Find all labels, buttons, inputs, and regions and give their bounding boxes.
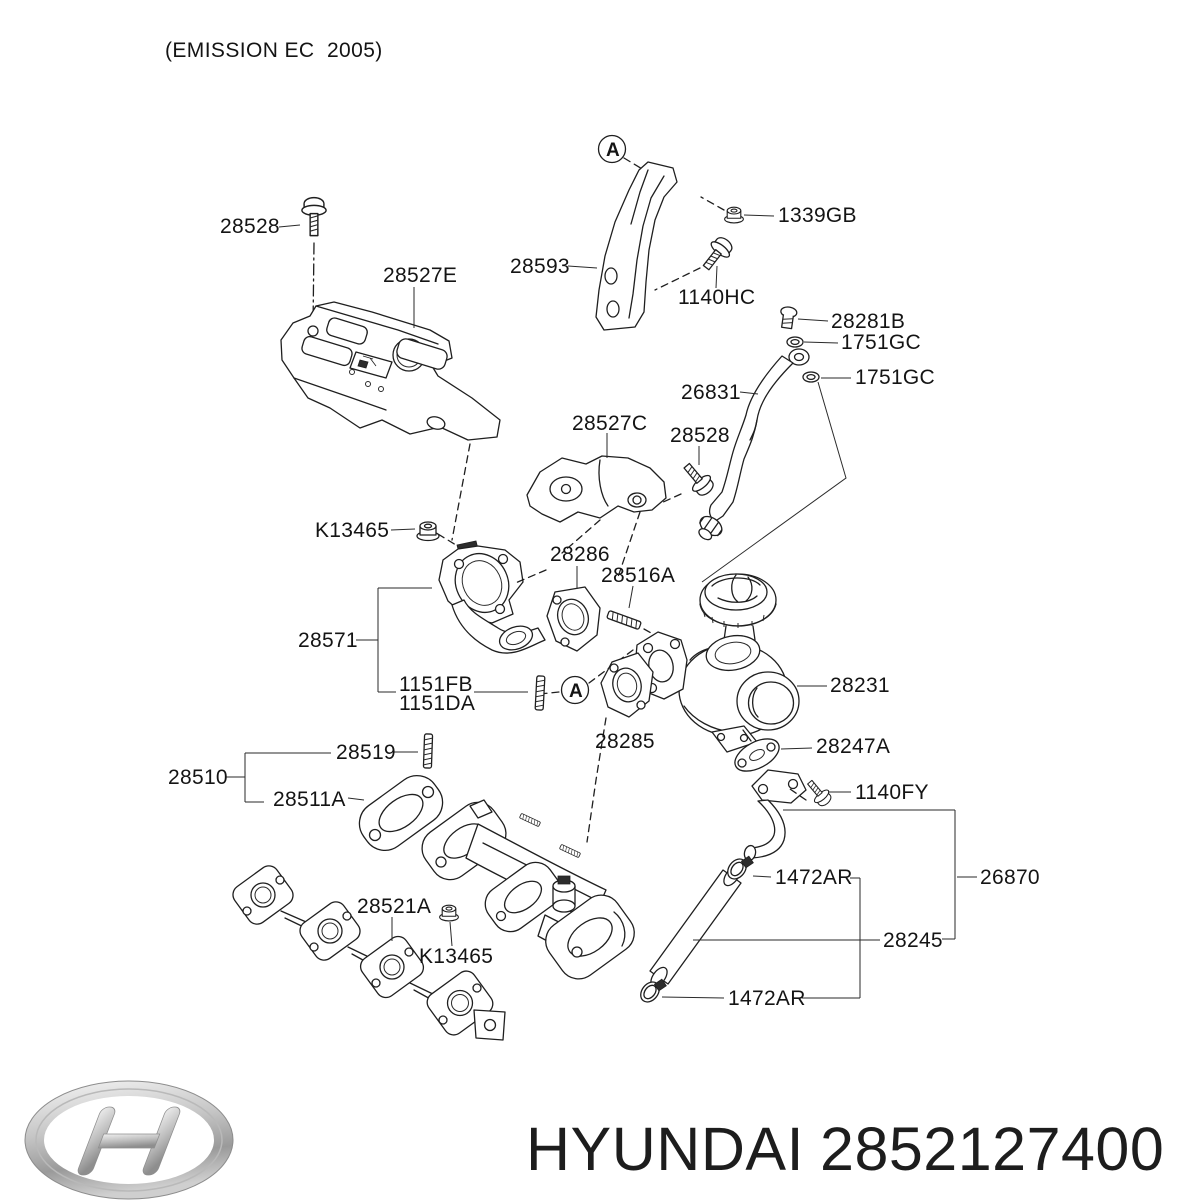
washer-1751GC-upper-drawing	[786, 336, 804, 348]
part-label-28286: 28286	[550, 543, 610, 566]
part-label-1472AR-upper: 1472AR	[775, 866, 853, 889]
leader-dash-1140HC	[654, 267, 701, 291]
washer-1751GC-lower-drawing	[802, 371, 820, 383]
part-label-K13465-lower: K13465	[419, 945, 493, 968]
nut-K13465-upper-drawing	[416, 521, 440, 542]
gasket-28285-drawing	[600, 652, 654, 718]
part-label-1339GB: 1339GB	[778, 204, 857, 227]
part-label-28528-lower: 28528	[670, 424, 730, 447]
oil-drain-flange-pipe-drawing	[743, 769, 807, 862]
union-bolt-28281B-drawing	[780, 306, 798, 330]
bracket-28571-lines	[356, 587, 432, 693]
assembly-dash-28286	[512, 569, 547, 585]
part-label-28527E: 28527E	[383, 264, 457, 287]
part-label-28281B: 28281B	[831, 310, 905, 333]
leader-dash-1339GB	[700, 196, 725, 211]
part-label-28528-top: 28528	[220, 215, 280, 238]
bracket-28510-lines	[226, 752, 331, 803]
gasket-28247A-drawing	[734, 738, 780, 772]
part-label-28521A: 28521A	[357, 895, 431, 918]
leader-dash-1140FY	[789, 788, 807, 801]
part-label-28247A: 28247A	[816, 735, 890, 758]
part-labels: 28528 28527E 28593 1339GB 1140HC 28281B …	[168, 204, 1040, 1010]
assembly-dash-shieldC2	[616, 511, 641, 581]
emission-note: (EMISSION EC 2005)	[165, 39, 383, 62]
part-label-1472AR-lower: 1472AR	[728, 987, 806, 1010]
part-label-1140FY: 1140FY	[855, 781, 929, 804]
hyundai-logo	[24, 1080, 234, 1200]
part-label-28516A: 28516A	[601, 564, 675, 587]
part-label-28510: 28510	[168, 766, 228, 789]
leader-lines	[278, 214, 851, 999]
part-label-28571: 28571	[298, 629, 358, 652]
part-label-28231: 28231	[830, 674, 890, 697]
part-label-28519: 28519	[336, 741, 396, 764]
part-label-1751GC-lower: 1751GC	[855, 366, 935, 389]
assembly-dash-shieldC1	[561, 519, 601, 554]
svg-text:A: A	[569, 681, 583, 702]
part-label-1140HC: 1140HC	[678, 286, 755, 309]
stud-1151-drawing	[534, 675, 546, 711]
oil-feed-pipe-26831-drawing	[698, 348, 810, 541]
part-label-28593: 28593	[510, 255, 570, 278]
heat-shield-28527C-drawing	[526, 455, 667, 523]
svg-text:A: A	[606, 140, 620, 161]
part-label-1151FB: 1151FB	[399, 673, 473, 696]
assembly-dash-shieldE	[451, 443, 471, 541]
part-number: 2852127400	[820, 1115, 1164, 1183]
part-label-K13465-upper: K13465	[315, 519, 389, 542]
part-label-1151DA: 1151DA	[399, 692, 475, 715]
heat-shield-28527E-drawing	[280, 301, 501, 441]
bracket-26870-28245-lines	[693, 809, 977, 999]
part-label-26831: 26831	[681, 381, 741, 404]
part-label-28527C: 28527C	[572, 412, 647, 435]
part-label-28511A: 28511A	[273, 788, 346, 811]
bracket-28593-drawing	[595, 161, 678, 331]
leader-long-1751GC	[701, 381, 847, 583]
nut-1339GB-drawing	[724, 206, 744, 224]
brand-name: HYUNDAI	[526, 1115, 804, 1183]
gasket-28511A-drawing	[358, 774, 444, 852]
part-label-28245: 28245	[883, 929, 943, 952]
exhaust-manifold-drawing	[421, 799, 635, 980]
stud-28519-drawing	[422, 733, 434, 769]
leader-dash-28528-lower	[660, 493, 682, 504]
part-label-1751GC-upper: 1751GC	[841, 331, 921, 354]
gasket-set-28521A-drawing	[232, 865, 506, 1041]
adapter-28571-drawing	[438, 540, 546, 654]
leader-dash-K13465	[437, 533, 457, 546]
part-label-26870: 26870	[980, 866, 1040, 889]
assembly-dash-28285	[586, 717, 607, 843]
gasket-28286-drawing	[546, 586, 601, 652]
nut-K13465-lower-drawing	[439, 904, 459, 922]
part-label-28285: 28285	[595, 730, 655, 753]
turbocharger-28231-drawing	[634, 573, 800, 753]
